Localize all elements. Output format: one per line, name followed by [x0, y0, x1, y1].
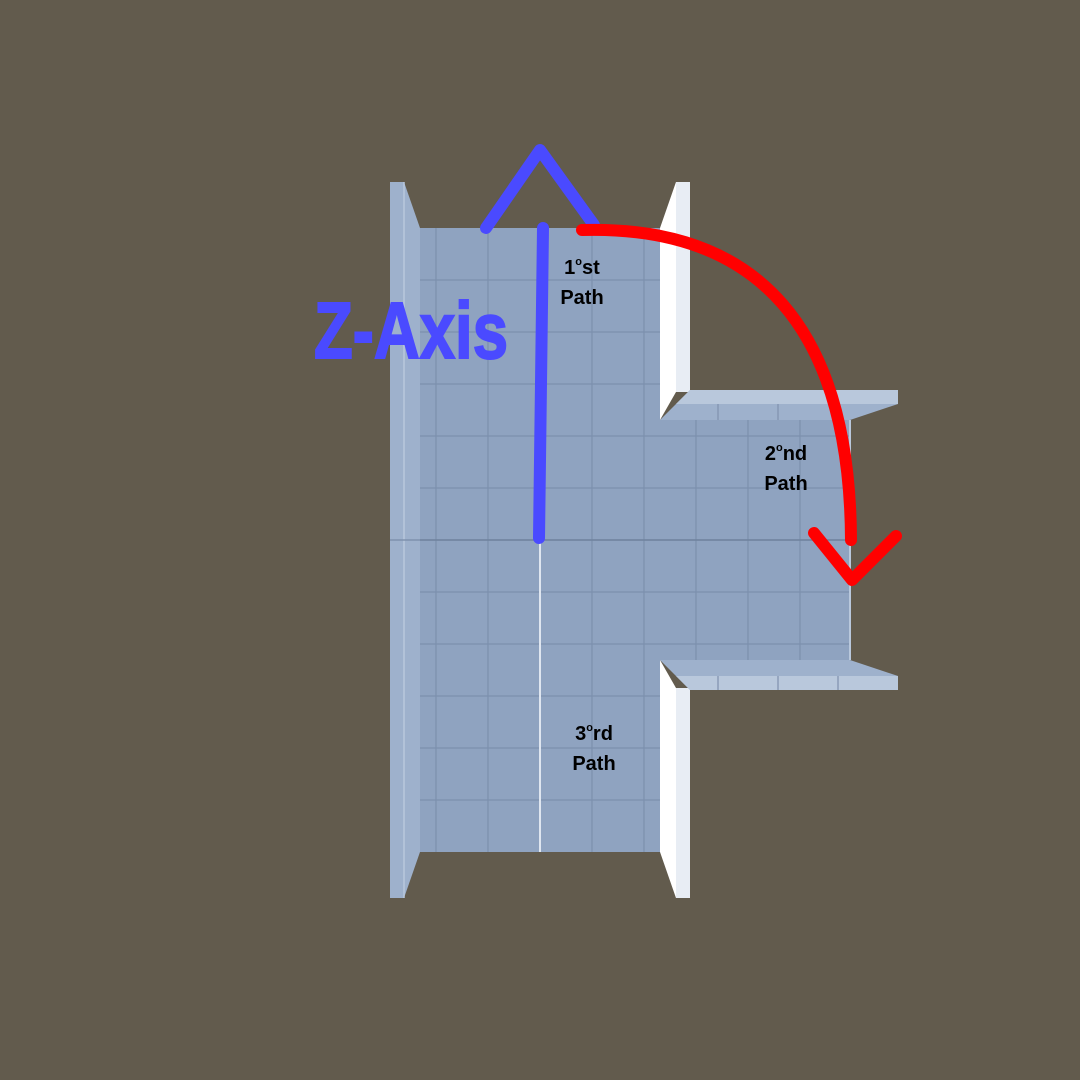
- path-label-1: 1ost Path: [560, 256, 603, 309]
- path-label-3-ordinal: 3ord: [575, 722, 613, 745]
- z-axis-label: Z-Axis: [314, 286, 508, 375]
- path-label-3: 3ord Path: [572, 722, 615, 775]
- turn-arrow: [576, 223, 902, 586]
- z-axis-arrowhead: [480, 144, 600, 234]
- path-label-1-word: Path: [560, 287, 603, 309]
- turn-arrow-curve: [576, 223, 857, 546]
- path-label-1-ordinal: 1ost: [564, 256, 600, 279]
- path-label-3-word: Path: [572, 753, 615, 775]
- path-label-2-ordinal: 2ond: [765, 442, 807, 465]
- turn-arrow-head: [808, 527, 902, 586]
- z-axis-arrow: [480, 144, 600, 544]
- walls: [390, 182, 898, 898]
- path-label-2: 2ond Path: [764, 442, 807, 495]
- path-label-2-word: Path: [764, 473, 807, 495]
- z-axis-shaft: [533, 222, 549, 544]
